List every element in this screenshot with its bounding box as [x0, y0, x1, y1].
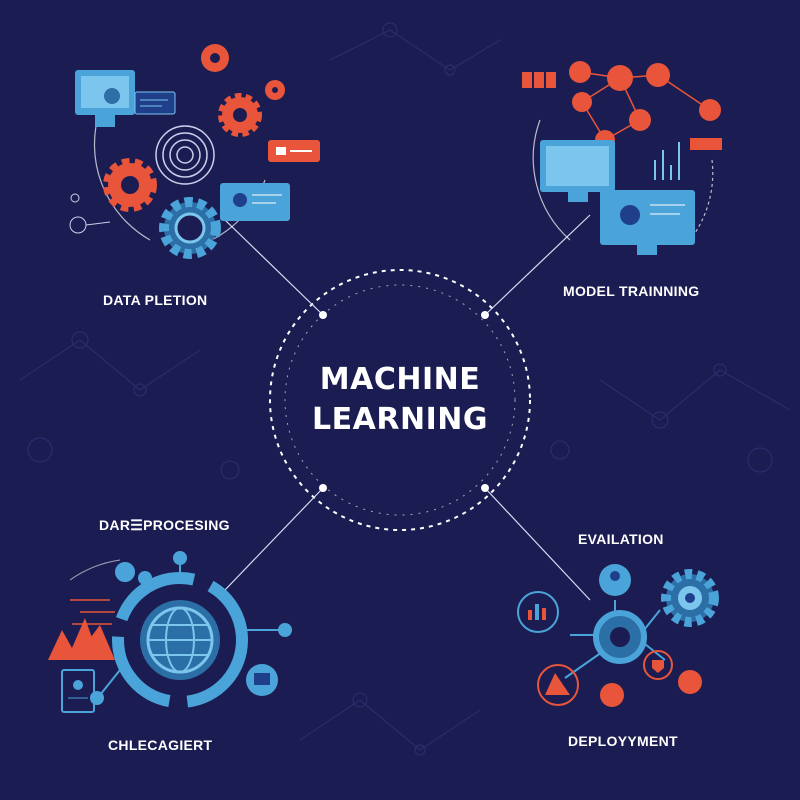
center-title-line1: MACHINE: [319, 362, 481, 397]
chat-bubble-icon: [268, 140, 320, 162]
label-bottom-right: DEPLOYYMENT: [568, 733, 678, 749]
center-title-line2: LEARNING: [312, 402, 488, 437]
label-bottom-left: CHLECAGIERT: [108, 737, 213, 753]
pie-chart-icon: [600, 670, 702, 707]
bar-chart-icon: [654, 142, 680, 180]
monitor-icon: [220, 183, 290, 221]
location-pin-icon: [265, 80, 285, 100]
location-pin-icon: [201, 44, 229, 72]
cluster-evaluation: [517, 564, 719, 707]
gear-icon: [159, 197, 221, 259]
cluster-data-collection: [69, 44, 320, 259]
network-nodes-icon: [70, 599, 115, 625]
gear-icon: [218, 93, 262, 137]
fingerprint-icon: [155, 125, 215, 185]
connector-dots: [319, 311, 489, 492]
globe-icon: [112, 572, 248, 708]
user-node-icon: [599, 564, 631, 596]
monitor-icon: [600, 190, 695, 255]
bar-chart-icon: [517, 591, 559, 633]
shield-icon: [643, 650, 673, 680]
label-mid-right: EVAILATION: [578, 531, 664, 547]
connector-lines: [224, 214, 591, 601]
bar-chart-icon: [522, 72, 556, 88]
mountain-chart-icon: [48, 618, 115, 660]
chat-bubble-icon: [690, 138, 722, 150]
network-nodes-icon: [69, 193, 111, 234]
gear-icon: [103, 158, 157, 212]
background-network: [19, 22, 791, 756]
cluster-data-processing: [48, 551, 292, 713]
label-mid-left: DAR☰PROCESING: [99, 517, 230, 533]
monitor-icon: [540, 140, 615, 202]
monitor-icon: [75, 70, 176, 127]
document-icon: [61, 669, 95, 713]
network-nodes-icon: [579, 71, 711, 141]
gear-icon: [661, 569, 719, 627]
center-ring-inner: [284, 284, 516, 516]
center-ring-outer: [269, 269, 531, 531]
monitor-icon: [246, 664, 278, 696]
center-title: MACHINE LEARNING: [250, 360, 550, 440]
mountain-chart-icon: [537, 664, 579, 706]
label-top-left: DATA PLETION: [103, 292, 208, 308]
gear-icon: [593, 610, 647, 664]
label-top-right: MODEL TRAINNING: [563, 283, 700, 299]
cluster-model-training: [522, 61, 722, 255]
